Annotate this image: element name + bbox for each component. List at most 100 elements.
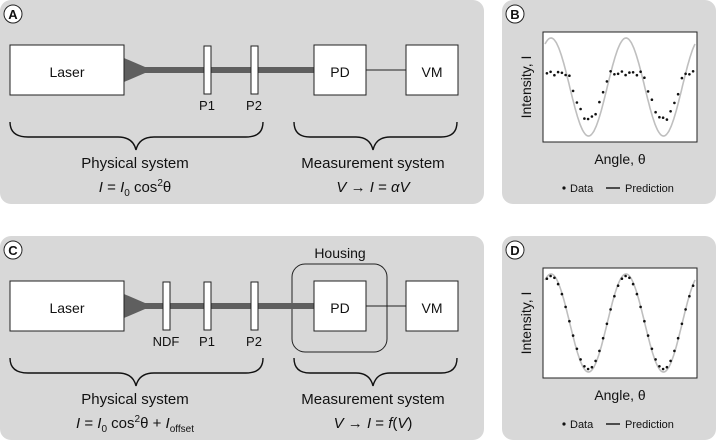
plot-d-data-point (650, 347, 654, 351)
plot-d-xlabel: Angle, θ (594, 387, 646, 403)
plot-b-data-point (549, 70, 552, 74)
legend-b-data-label: Data (570, 183, 594, 195)
p2-label-c: P2 (246, 334, 262, 349)
panel-b-badge (505, 4, 525, 24)
plot-d-data-point (575, 347, 579, 351)
plot-b-data-point (643, 76, 646, 79)
measurement-system-brace-c (293, 357, 458, 387)
plot-b-data-point (654, 110, 657, 114)
plot-b-data-point (545, 72, 549, 75)
beam-arrowhead-c (124, 294, 152, 318)
polarizer-p2 (250, 45, 259, 95)
plot-d-data-point (673, 349, 676, 353)
plot-b-data-point (680, 76, 684, 80)
plot-d-data-point (620, 277, 624, 281)
plot-b-data-point (658, 115, 661, 119)
plot-b-data-point (628, 71, 631, 74)
plot-b-data-point (673, 101, 676, 105)
plot-d-data-point (594, 359, 597, 363)
physical-system-brace (9, 121, 264, 151)
plot-b-xlabel: Angle, θ (594, 151, 646, 167)
legend-d-data-label: Data (570, 419, 594, 431)
panel-a-background (0, 0, 484, 204)
plot-d-marks (544, 273, 696, 373)
laser-beam (124, 67, 314, 73)
plot-b-data-point (601, 90, 605, 94)
panel-d-badge (505, 240, 525, 260)
plot-b-data-point (613, 73, 616, 76)
plot-b-ylabel: Intensity, I (518, 56, 534, 119)
plot-b-data-point (688, 73, 691, 76)
housing-label: Housing (314, 245, 365, 261)
plot-d-data-point (639, 305, 642, 309)
physical-equation-c: I = I0 cos2θ + Ioffset (76, 414, 194, 435)
plot-d-data-point (545, 277, 549, 281)
plot-d-data-point (646, 334, 650, 337)
plot-b-data-point (624, 73, 627, 77)
plot-d-data-point (669, 359, 672, 363)
photodiode-box (313, 44, 367, 96)
plot-d-data-point (564, 305, 567, 309)
vm-label-c: VM (422, 300, 443, 316)
plot-d-data-point (609, 308, 612, 311)
plot-d-data-point (556, 282, 560, 286)
pd-label: PD (330, 64, 349, 80)
plot-d-data-point (571, 334, 575, 337)
physical-equation: I = I0 cos2θ (99, 178, 171, 199)
plot-d-data-point (688, 294, 691, 298)
panel-b: B Intensity, I Angle, θ Data Prediction (502, 0, 716, 204)
plot-d-data-point (665, 365, 669, 369)
plot-b-data-point (665, 118, 669, 121)
laser-beam-c (124, 303, 314, 309)
plot-d-data-point (684, 308, 687, 311)
plot-b-data-point (605, 80, 609, 83)
polarizer-p1-c (203, 281, 212, 331)
neutral-density-filter (162, 281, 171, 331)
measurement-system-brace (293, 121, 458, 151)
plot-d-data-point (635, 292, 639, 296)
vm-label: VM (422, 64, 443, 80)
measurement-system-title: Measurement system (301, 155, 444, 172)
p1-label: P1 (199, 98, 215, 113)
physical-system-title: Physical system (81, 155, 189, 172)
plot-d-data-point (658, 365, 661, 368)
ndf-label: NDF (153, 334, 180, 349)
legend-b-data-marker (562, 186, 566, 190)
plot-b-data-point (684, 72, 687, 76)
plot-d-data-point (680, 322, 684, 326)
plot-d-data-point (590, 365, 594, 369)
plot-d-data-point (586, 367, 590, 371)
plot-b-data-point (590, 115, 594, 118)
panel-c-badge (3, 240, 23, 260)
measurement-equation-c: V → I = f(V) (334, 415, 413, 432)
plot-b-data-point (639, 70, 642, 73)
plot-b-data-point (631, 71, 635, 74)
laser-box-c (9, 280, 125, 332)
plot-d-data-point (553, 276, 556, 280)
plot-d-data-point (691, 284, 695, 288)
plot-b-data-point (669, 110, 672, 113)
plot-b-data-point (598, 100, 601, 104)
plot-b-data-point (579, 107, 582, 111)
laser-label: Laser (49, 64, 84, 80)
plot-b-data-point (691, 70, 695, 73)
voltmeter-box (405, 44, 459, 96)
plot-b-data-point (646, 90, 650, 93)
plot-d-data-point (676, 336, 680, 340)
plot-d-data-point (560, 292, 564, 296)
plot-b-data-point (553, 73, 556, 77)
plot-b-data-point (635, 73, 639, 77)
pd-label-c: PD (330, 300, 349, 316)
physical-system-title-c: Physical system (81, 391, 189, 408)
plot-d-data-point (598, 349, 601, 353)
plot-d-data-point (613, 294, 616, 298)
plot-b-data-point (564, 73, 567, 77)
panel-a: A Laser P1 P2 PD VM Physical system Meas… (0, 0, 484, 204)
plot-b-data-point (568, 74, 571, 77)
plot-d-data-point (643, 319, 646, 323)
plot-d-data-point (631, 282, 635, 286)
plot-b-data-point (676, 92, 680, 96)
physical-system-brace-c (9, 357, 264, 387)
plot-d-data-point (616, 284, 620, 288)
plot-b-data-point (571, 89, 575, 93)
